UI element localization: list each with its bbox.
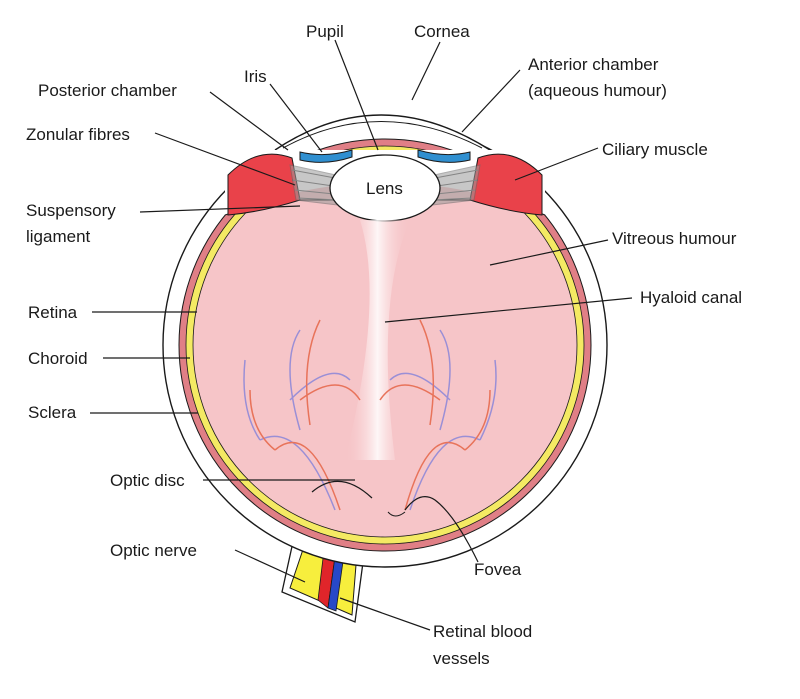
label-zonular-fibres: Zonular fibres: [26, 125, 130, 144]
fovea: [387, 511, 406, 517]
label-anterior-chamber: Anterior chamber: [528, 55, 659, 74]
label-cornea: Cornea: [414, 22, 470, 41]
label-fovea: Fovea: [474, 560, 522, 579]
label-hyaloid-canal: Hyaloid canal: [640, 288, 742, 307]
label-optic-nerve: Optic nerve: [110, 541, 197, 560]
label-retinal-blood: Retinal blood: [433, 622, 532, 641]
labels: Pupil Cornea Iris Anterior chamber (aque…: [26, 22, 742, 668]
label-vessels: vessels: [433, 649, 490, 668]
label-optic-disc: Optic disc: [110, 471, 185, 490]
label-iris: Iris: [244, 67, 267, 86]
zonular-fibres: [289, 164, 481, 206]
label-posterior-chamber: Posterior chamber: [38, 81, 177, 100]
iris-left: [299, 149, 353, 163]
cornea: [274, 114, 491, 151]
label-pupil: Pupil: [306, 22, 344, 41]
hyaloid-canal: [345, 220, 410, 460]
label-choroid: Choroid: [28, 349, 88, 368]
optic-disc: [311, 480, 373, 499]
label-aqueous-humour: (aqueous humour): [528, 81, 667, 100]
leader-lines: [90, 39, 633, 631]
label-retina: Retina: [28, 303, 78, 322]
retinal-vessels: [243, 319, 497, 511]
iris-right: [417, 149, 471, 163]
label-sclera: Sclera: [28, 403, 77, 422]
label-vitreous-humour: Vitreous humour: [612, 229, 737, 248]
label-suspensory: Suspensory: [26, 201, 116, 220]
label-lens: Lens: [366, 179, 403, 198]
label-ligament: ligament: [26, 227, 91, 246]
label-ciliary-muscle: Ciliary muscle: [602, 140, 708, 159]
